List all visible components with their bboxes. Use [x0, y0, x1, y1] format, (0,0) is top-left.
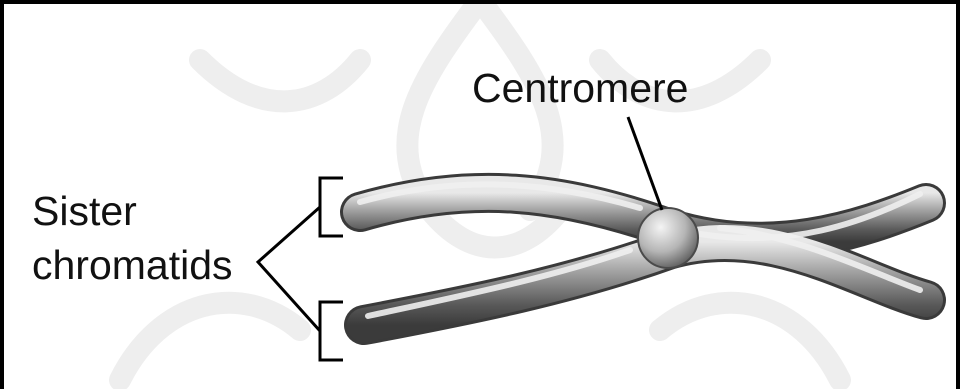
sister-chromatids-label-line2: chromatids	[32, 243, 233, 287]
bracket-lower	[320, 302, 343, 360]
sister-chromatids-label-line1: Sister	[32, 189, 137, 233]
centromere-sphere	[638, 208, 698, 268]
bracket-upper	[320, 178, 343, 236]
centromere-label: Centromere	[472, 66, 688, 110]
